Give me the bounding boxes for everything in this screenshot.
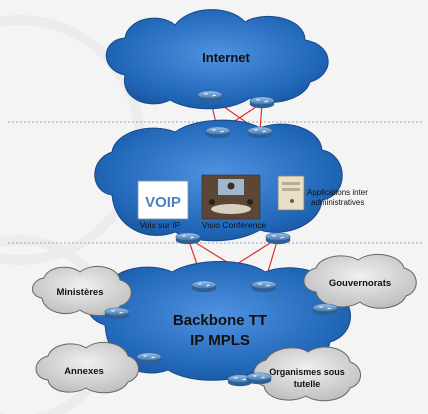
backbone-label-line1: Backbone TT bbox=[173, 312, 267, 329]
organismes-label-line2: tutelle bbox=[294, 379, 321, 389]
router-icon bbox=[251, 280, 277, 293]
router-icon bbox=[246, 372, 272, 385]
router-icon bbox=[312, 303, 338, 316]
ministeres-cloud: Ministères bbox=[32, 265, 132, 316]
visio-conference-label: Visio Conférence bbox=[202, 220, 267, 230]
router-icon bbox=[247, 126, 273, 139]
router-icon bbox=[205, 126, 231, 139]
organismes-cloud: Organismes sous tutelle bbox=[253, 346, 361, 402]
server-icon bbox=[277, 175, 305, 211]
router-icon bbox=[191, 280, 217, 293]
annexes-cloud: Annexes bbox=[35, 341, 139, 394]
gouvernorats-cloud: Gouvernorats bbox=[303, 253, 417, 309]
internet-cloud: Internet bbox=[105, 9, 329, 110]
backbone-label-line2: IP MPLS bbox=[190, 332, 250, 349]
applications-label-line1: Applications inter bbox=[307, 188, 368, 197]
router-icon bbox=[265, 232, 291, 245]
voix-sur-ip-label: Voix sur IP bbox=[140, 220, 181, 230]
organismes-label-line1: Organismes sous bbox=[269, 367, 345, 377]
applications-label-line2: administratives bbox=[311, 198, 364, 207]
annexes-label: Annexes bbox=[64, 366, 104, 377]
router-icon bbox=[249, 96, 275, 109]
router-icon bbox=[197, 90, 223, 103]
visio-conference-photo bbox=[201, 174, 261, 220]
gouvernorats-label: Gouvernorats bbox=[329, 278, 391, 289]
router-icon bbox=[175, 232, 201, 245]
voip-logo-text: VOIP bbox=[145, 194, 181, 211]
internet-label: Internet bbox=[202, 50, 250, 65]
router-icon bbox=[104, 307, 130, 320]
router-icon bbox=[136, 352, 162, 365]
voip-logo: VOIP bbox=[137, 180, 189, 220]
ministeres-label: Ministères bbox=[57, 287, 104, 298]
